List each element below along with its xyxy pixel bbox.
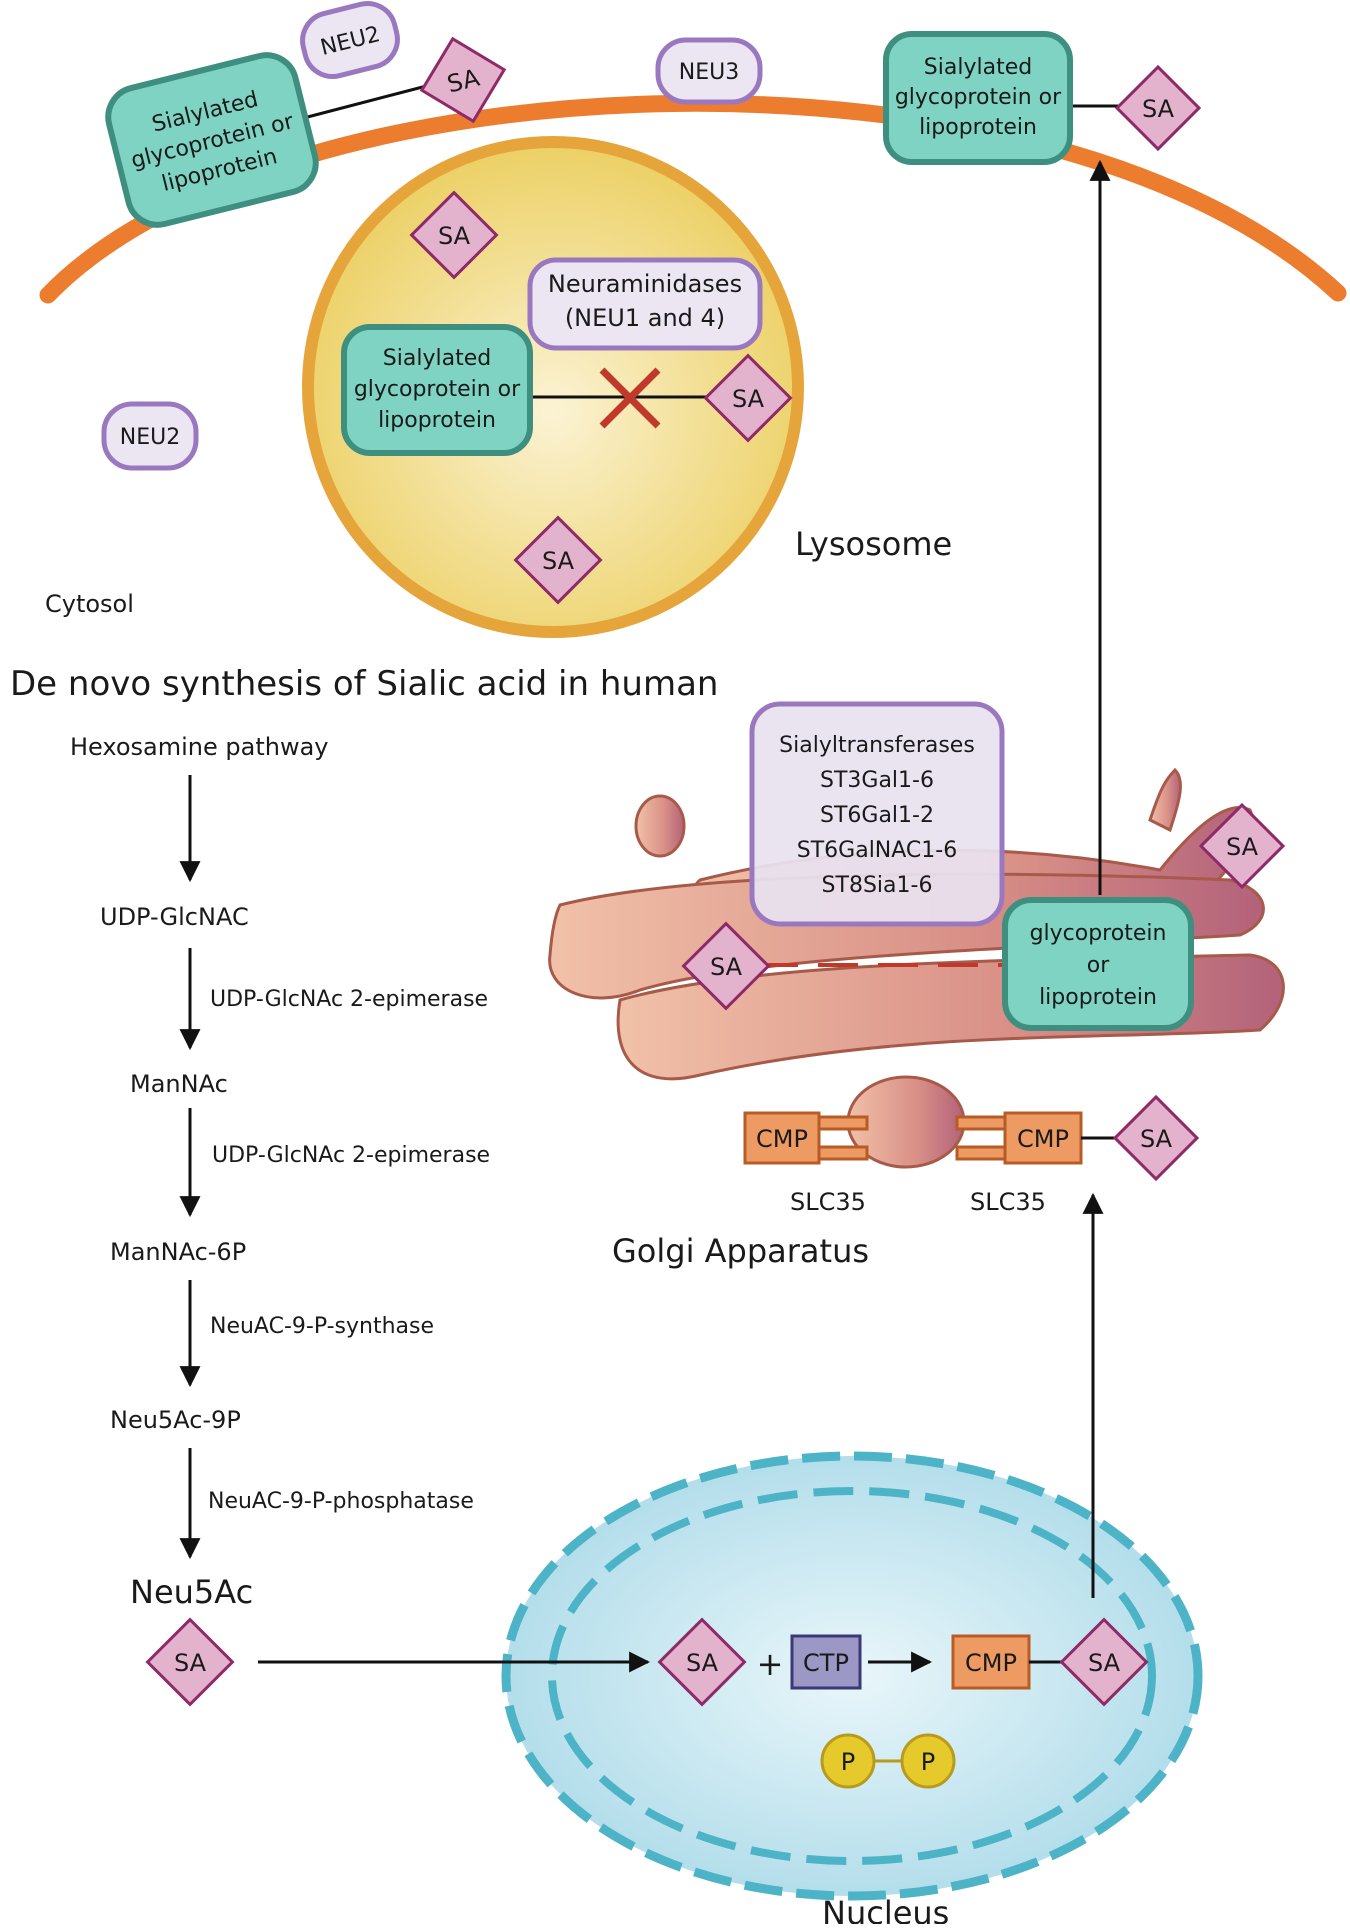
nucleus-cmp-text: CMP <box>965 1649 1017 1677</box>
left-glyco-link <box>295 81 439 122</box>
nucleus-sa-left: SA <box>657 1617 747 1707</box>
cytosol-neu2-text: NEU2 <box>120 425 180 450</box>
neuraminidases-line2: (NEU1 and 4) <box>565 304 725 332</box>
ctp-box: CTP <box>790 1634 862 1690</box>
lysosome-sa-right: SA <box>703 353 793 443</box>
step-hexosamine: Hexosamine pathway <box>70 733 329 761</box>
pathway-title: De novo synthesis of Sialic acid in huma… <box>10 664 718 704</box>
nucleus-ctp-text: CTP <box>803 1649 849 1677</box>
golgi-sialyltransferases-3-text: ST6GalNAC1-6 <box>797 838 957 863</box>
golgi-label: Golgi Apparatus <box>612 1232 869 1270</box>
golgi-glyco-2-text: lipoprotein <box>1039 985 1157 1010</box>
nucleus-sa-right: SA <box>1059 1617 1149 1707</box>
golgi-cmp-text: CMP <box>1017 1125 1069 1153</box>
membrane-sa-right-label: SA <box>1142 95 1175 123</box>
neuraminidases-line1: Neuraminidases <box>548 270 742 298</box>
nucleus-sa-text: SA <box>1088 1649 1121 1677</box>
golgi-sialyltransferases-0-text: Sialyltransferases <box>779 733 975 758</box>
pathway-sa: SA <box>145 1617 235 1707</box>
membrane-neu2: NEU2 <box>300 1 400 79</box>
step-mannac: ManNAc <box>130 1070 228 1098</box>
golgi-glyco-1-text: or <box>1087 953 1110 978</box>
cleavage-x-icon <box>599 367 661 429</box>
golgi-cmp-text: CMP <box>756 1125 808 1153</box>
nucleus-cmp-box: CMP <box>951 1634 1031 1690</box>
membrane-neu3: NEU3 <box>655 37 763 105</box>
slc35-right-label: SLC35 <box>970 1188 1046 1216</box>
membrane-sa-left: SA <box>419 36 507 124</box>
golgi-sa-left: SA <box>681 921 771 1011</box>
glyco-right-line2: glycoprotein or <box>895 85 1062 110</box>
glyco-right-line3: lipoprotein <box>919 115 1037 140</box>
pyrophosphate: P P <box>820 1733 956 1789</box>
lysosome-label: Lysosome <box>795 525 952 563</box>
membrane-sa-right: SA <box>1114 64 1202 152</box>
golgi-sa-cmp: SA <box>1112 1094 1200 1182</box>
slc35-left: CMP <box>743 1111 869 1165</box>
lysosome-sa-text: SA <box>542 547 575 575</box>
enzyme-3: NeuAC-9-P-synthase <box>210 1314 434 1339</box>
slc35-right: CMP <box>955 1111 1083 1165</box>
golgi-sialyltransferases-4-text: ST8Sia1-6 <box>822 873 933 898</box>
enzyme-1: UDP-GlcNAc 2-epimerase <box>210 987 488 1012</box>
step-neu5ac: Neu5Ac <box>130 1573 253 1611</box>
enzyme-4: NeuAC-9-P-phosphatase <box>208 1489 474 1514</box>
nucleus-label: Nucleus <box>822 1894 949 1924</box>
cytosol-label: Cytosol <box>45 590 134 618</box>
neuraminidases-box: Neuraminidases (NEU1 and 4) <box>527 257 763 351</box>
step-udp-glcnac: UDP-GlcNAC <box>100 903 249 931</box>
membrane-neu3-label: NEU3 <box>679 60 739 85</box>
lysosome-sa-top: SA <box>409 190 499 280</box>
lysosome-sa-bottom: SA <box>513 515 603 605</box>
lysosome-glyco-2-text: lipoprotein <box>378 408 496 433</box>
plus-sign: + <box>757 1645 784 1683</box>
lysosome-glyco-0-text: Sialylated <box>383 346 491 371</box>
lysosome-sa-text: SA <box>732 385 765 413</box>
golgi-glyco-0-text: glycoprotein <box>1030 921 1167 946</box>
nucleus-p-text: P <box>841 1748 855 1776</box>
slc35-left-label: SLC35 <box>790 1188 866 1216</box>
nucleus-inner-membrane <box>548 1487 1156 1865</box>
golgi-sialyltransferases-1-text: ST3Gal1-6 <box>820 768 934 793</box>
membrane-glyco-left: Sialylated glycoprotein or lipoprotein <box>105 52 319 228</box>
step-mannac-6p: ManNAc-6P <box>110 1238 246 1266</box>
pathway-sa-text: SA <box>174 1649 207 1677</box>
nucleus-p-text: P <box>921 1748 935 1776</box>
cytosol-neu2: NEU2 <box>101 401 199 471</box>
lysosome-glyco: Sialylated glycoprotein or lipoprotein <box>341 324 533 456</box>
nucleus-sa-text: SA <box>686 1649 719 1677</box>
enzyme-2: UDP-GlcNAc 2-epimerase <box>212 1143 490 1168</box>
golgi-glyco: glycoprotein or lipoprotein <box>1002 897 1194 1031</box>
glyco-right-line1: Sialylated <box>924 55 1032 80</box>
sialyltransferases-box: Sialyltransferases ST3Gal1-6 ST6Gal1-2 S… <box>749 701 1005 927</box>
golgi-sa-top: SA <box>1198 802 1286 890</box>
membrane-glyco-right: Sialylated glycoprotein or lipoprotein <box>883 31 1073 165</box>
lysosome-sa-text: SA <box>438 222 471 250</box>
lysosome-glyco-1-text: glycoprotein or <box>354 377 521 402</box>
step-neu5ac-9p: Neu5Ac-9P <box>110 1406 241 1434</box>
golgi-sialyltransferases-2-text: ST6Gal1-2 <box>820 803 934 828</box>
golgi-sa-text: SA <box>710 953 743 981</box>
golgi-sa-text: SA <box>1140 1125 1173 1153</box>
golgi-sa-text: SA <box>1226 833 1259 861</box>
